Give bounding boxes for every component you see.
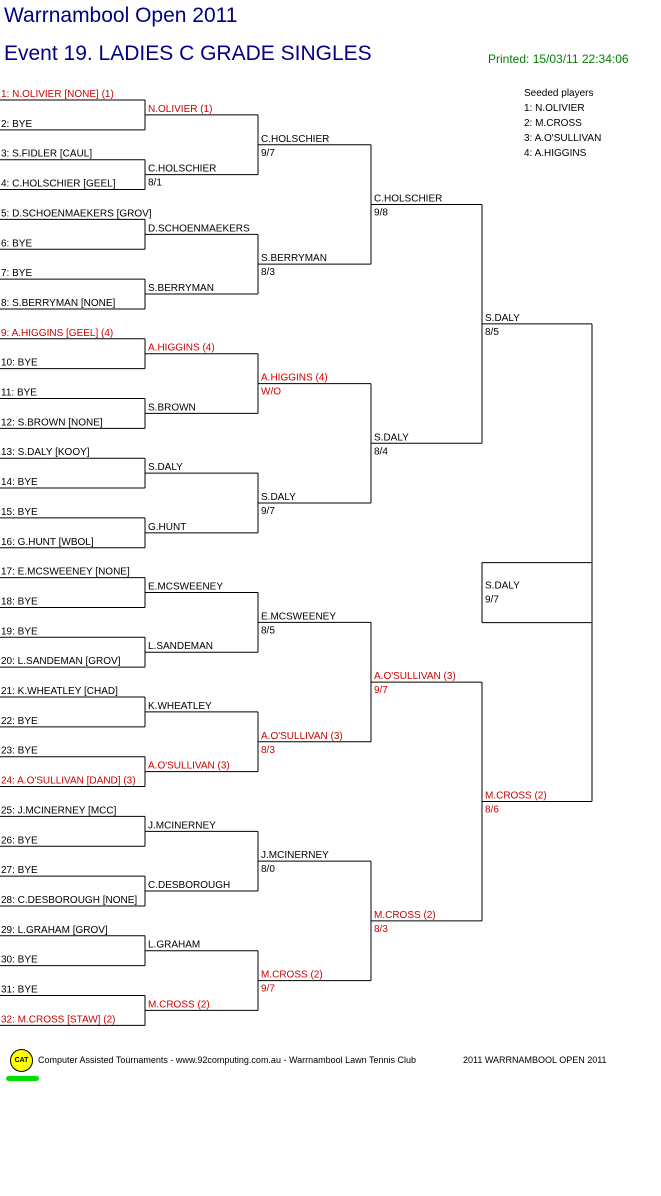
- player-entry: 28: C.DESBOROUGH [NONE]: [1, 895, 137, 906]
- footer-credit: Computer Assisted Tournaments - www.92co…: [38, 1055, 417, 1065]
- player-entry: 24: A.O'SULLIVAN [DAND] (3): [1, 776, 136, 787]
- player-entry: 22: BYE: [1, 716, 38, 727]
- logo-underline: [6, 1076, 39, 1081]
- player-entry: 7: BYE: [1, 268, 32, 279]
- match-winner: K.WHEATLEY: [148, 701, 212, 712]
- player-entry: 29: L.GRAHAM [GROV]: [1, 925, 108, 936]
- match-winner: A.HIGGINS (4): [261, 373, 328, 384]
- match-winner: M.CROSS (2): [261, 970, 323, 981]
- champion-score: 9/7: [485, 595, 499, 606]
- seed-item: 3: A.O'SULLIVAN: [524, 133, 602, 144]
- player-entry: 14: BYE: [1, 477, 38, 488]
- match-score: 9/7: [261, 984, 275, 995]
- player-entry: 20: L.SANDEMAN [GROV]: [1, 656, 121, 667]
- match-winner: A.O'SULLIVAN (3): [374, 671, 456, 682]
- player-entry: 13: S.DALY [KOOY]: [1, 447, 90, 458]
- match-winner: S.DALY: [374, 432, 409, 443]
- champion-name: S.DALY: [485, 581, 520, 592]
- player-entry: 8: S.BERRYMAN [NONE]: [1, 298, 116, 309]
- player-entry: 30: BYE: [1, 955, 38, 966]
- player-entry: 27: BYE: [1, 865, 38, 876]
- player-entry: 17: E.MCSWEENEY [NONE]: [1, 567, 130, 578]
- player-entry: 2: BYE: [1, 119, 32, 130]
- match-winner: L.GRAHAM: [148, 940, 200, 951]
- match-score: 9/8: [374, 207, 388, 218]
- match-score: 9/7: [374, 685, 388, 696]
- match-winner: N.OLIVIER (1): [148, 104, 212, 115]
- match-score: 9/7: [261, 506, 275, 517]
- player-entry: 31: BYE: [1, 985, 38, 996]
- match-winner: S.BERRYMAN: [261, 253, 327, 264]
- match-winner: M.CROSS (2): [148, 999, 210, 1010]
- match-score: 9/7: [261, 148, 275, 159]
- cat-logo-icon: CAT: [10, 1049, 33, 1072]
- match-winner: S.BROWN: [148, 402, 196, 413]
- seed-item: 2: M.CROSS: [524, 118, 582, 129]
- match-winner: S.DALY: [148, 462, 183, 473]
- match-winner: E.MCSWEENEY: [261, 611, 336, 622]
- match-score: 8/5: [261, 625, 275, 636]
- match-winner: G.HUNT: [148, 522, 186, 533]
- printed-timestamp: Printed: 15/03/11 22:34:06: [488, 52, 629, 66]
- player-entry: 23: BYE: [1, 746, 38, 757]
- match-winner: J.MCINERNEY: [261, 850, 329, 861]
- match-score: 8/1: [148, 178, 162, 189]
- match-winner: A.O'SULLIVAN (3): [148, 761, 230, 772]
- match-score: 8/3: [261, 745, 275, 756]
- player-entry: 15: BYE: [1, 507, 38, 518]
- match-winner: M.CROSS (2): [374, 910, 436, 921]
- player-entry: 26: BYE: [1, 835, 38, 846]
- match-score: W/O: [261, 387, 281, 398]
- match-winner: C.HOLSCHIER: [374, 193, 442, 204]
- match-score: 8/5: [485, 327, 499, 338]
- player-entry: 16: G.HUNT [WBOL]: [1, 537, 94, 548]
- player-entry: 5: D.SCHOENMAEKERS [GROV]: [1, 208, 152, 219]
- seeded-players-list: Seeded players 1: N.OLIVIER 2: M.CROSS 3…: [524, 86, 601, 161]
- match-winner: S.BERRYMAN: [148, 283, 214, 294]
- match-score: 8/3: [374, 924, 388, 935]
- player-entry: 6: BYE: [1, 238, 32, 249]
- footer-event: 2011 WARRNAMBOOL OPEN 2011: [463, 1055, 607, 1065]
- match-winner: S.DALY: [261, 492, 296, 503]
- match-winner: S.DALY: [485, 313, 520, 324]
- player-entry: 18: BYE: [1, 596, 38, 607]
- match-winner: A.HIGGINS (4): [148, 343, 215, 354]
- match-winner: J.MCINERNEY: [148, 820, 216, 831]
- event-title: Event 19. LADIES C GRADE SINGLES: [4, 42, 372, 65]
- player-entry: 32: M.CROSS [STAW] (2): [1, 1014, 115, 1025]
- match-winner: C.HOLSCHIER: [261, 134, 329, 145]
- player-entry: 19: BYE: [1, 626, 38, 637]
- player-entry: 11: BYE: [1, 388, 37, 399]
- seed-item: 4: A.HIGGINS: [524, 148, 587, 159]
- player-entry: 10: BYE: [1, 358, 38, 369]
- match-winner: C.DESBOROUGH: [148, 880, 230, 891]
- player-entry: 25: J.MCINERNEY [MCC]: [1, 805, 117, 816]
- seed-item: 1: N.OLIVIER: [524, 103, 585, 114]
- player-entry: 21: K.WHEATLEY [CHAD]: [1, 686, 118, 697]
- player-entry: 12: S.BROWN [NONE]: [1, 417, 103, 428]
- match-winner: L.SANDEMAN: [148, 641, 213, 652]
- match-winner: C.HOLSCHIER: [148, 164, 216, 175]
- player-entry: 1: N.OLIVIER [NONE] (1): [1, 89, 114, 100]
- match-winner: D.SCHOENMAEKERS: [148, 223, 250, 234]
- seeded-players-heading: Seeded players: [524, 88, 594, 99]
- player-entry: 4: C.HOLSCHIER [GEEL]: [1, 179, 116, 190]
- match-winner: A.O'SULLIVAN (3): [261, 731, 343, 742]
- match-score: 8/6: [485, 804, 499, 815]
- match-winner: E.MCSWEENEY: [148, 582, 223, 593]
- match-score: 8/3: [261, 267, 275, 278]
- match-score: 8/4: [374, 446, 388, 457]
- match-score: 8/0: [261, 864, 275, 875]
- tournament-title: Warrnambool Open 2011: [4, 4, 238, 27]
- player-entry: 9: A.HIGGINS [GEEL] (4): [1, 328, 113, 339]
- match-winner: M.CROSS (2): [485, 790, 547, 801]
- player-entry: 3: S.FIDLER [CAUL]: [1, 149, 92, 160]
